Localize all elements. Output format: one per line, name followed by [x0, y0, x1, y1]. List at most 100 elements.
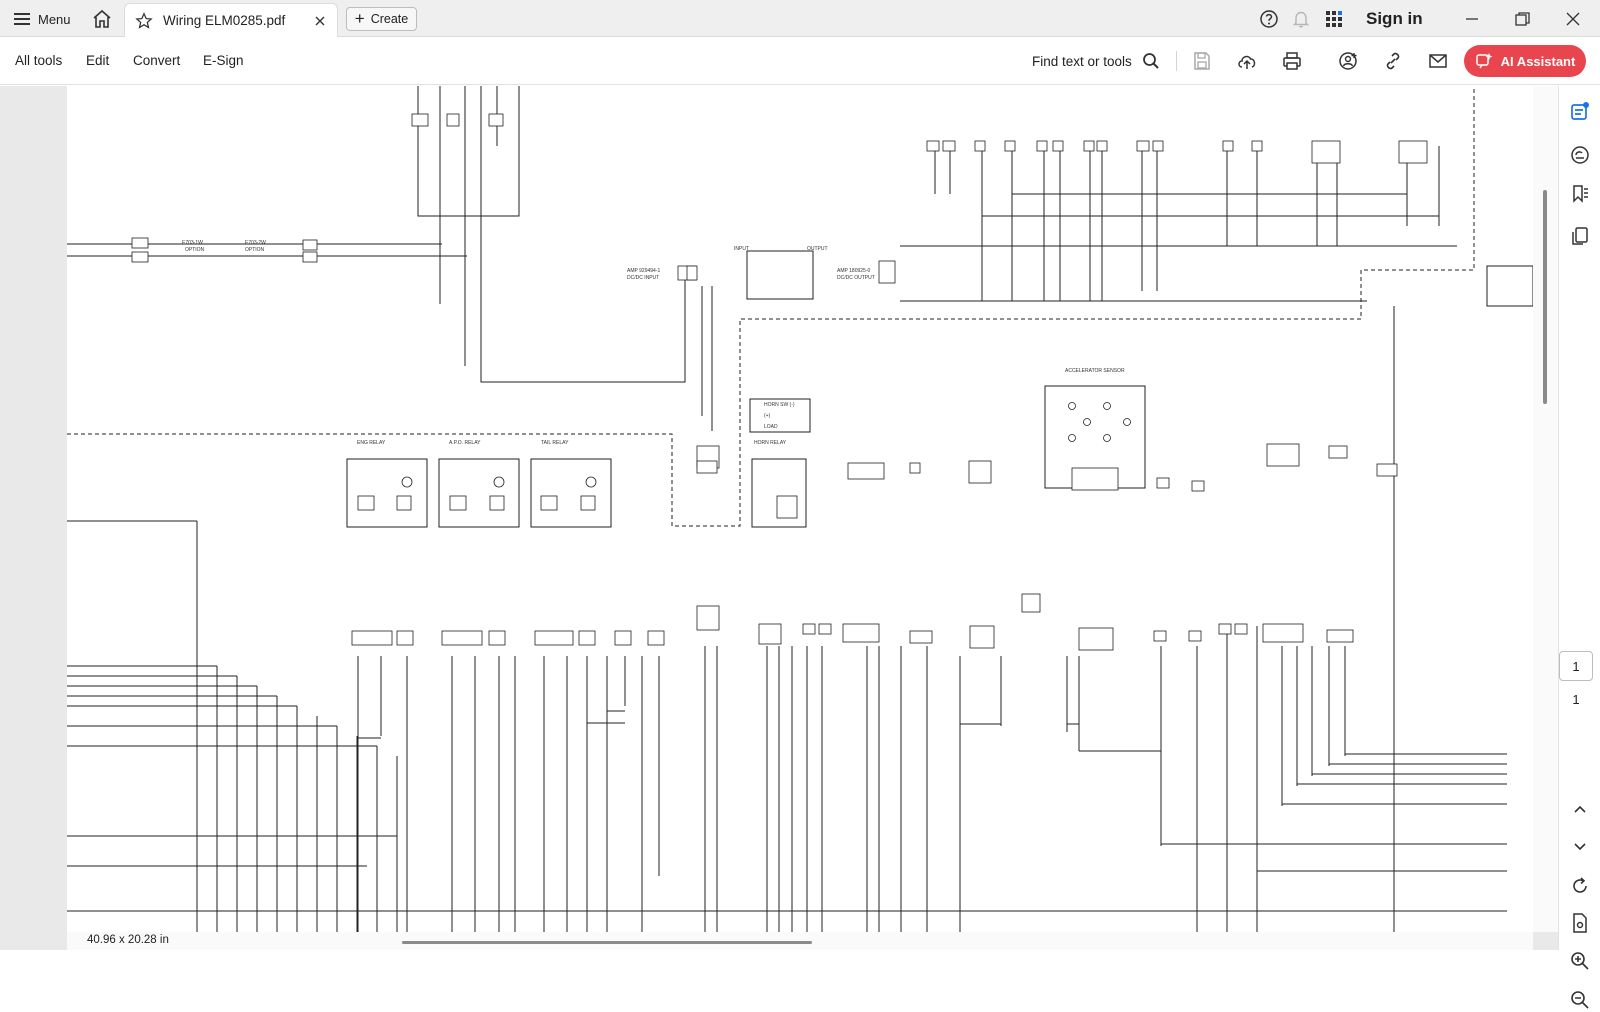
option-1-label: OPTION [185, 247, 205, 253]
connector-block [1136, 140, 1150, 152]
pdf-page[interactable]: ACCELERATOR SENSOR ENG RELAY A.P.O. RELA… [67, 86, 1533, 932]
esign-menu[interactable]: E-Sign [203, 53, 244, 68]
lower-vertical-wires [357, 306, 1395, 932]
save-icon[interactable] [1191, 50, 1213, 72]
connector-block [1218, 623, 1232, 635]
connector-block [1328, 445, 1348, 459]
lower-horizontal-wires [67, 710, 1507, 912]
connector-block [909, 630, 933, 644]
connector-block [357, 495, 375, 511]
convert-menu[interactable]: Convert [133, 53, 181, 68]
accelerator-sensor-label: ACCELERATOR SENSOR [1065, 368, 1125, 374]
link-icon[interactable] [1382, 50, 1404, 72]
find-tools-button[interactable]: Find text or tools [1032, 52, 1160, 70]
connector-block [696, 605, 720, 631]
option-wires [67, 243, 467, 257]
document-viewport[interactable]: ACCELERATOR SENSOR ENG RELAY A.P.O. RELA… [0, 86, 1558, 950]
apps-icon[interactable] [1323, 8, 1345, 30]
output-label: OUTPUT [807, 246, 828, 252]
connector-block [1036, 140, 1048, 152]
chevron-up-icon[interactable] [1568, 798, 1592, 822]
minimize-icon[interactable] [1462, 9, 1482, 29]
vertical-scrollbar[interactable] [1533, 86, 1558, 932]
rotate-icon[interactable] [1568, 874, 1592, 898]
page-total-label: 1 [1572, 692, 1580, 707]
search-icon [1142, 53, 1159, 69]
connector-block [1004, 140, 1016, 152]
comment-panel-icon[interactable] [1568, 100, 1592, 124]
connector-block [131, 251, 149, 263]
connector-block [926, 140, 940, 152]
sensor-node [1103, 434, 1111, 442]
sensor-node [1068, 434, 1076, 442]
left-horizontal-wires [67, 520, 397, 867]
input-label: INPUT [734, 246, 749, 252]
print-icon[interactable] [1281, 50, 1303, 72]
edit-menu[interactable]: Edit [86, 53, 110, 68]
horizontal-scrollbar[interactable]: 40.96 x 20.28 in [67, 932, 1533, 950]
option-2-label: OPTION [245, 247, 265, 253]
star-icon[interactable] [135, 11, 153, 30]
relay-coil [585, 476, 597, 488]
copy-pages-icon[interactable] [1568, 224, 1592, 248]
connector-block [1222, 140, 1234, 152]
vertical-scroll-thumb[interactable] [1543, 190, 1547, 404]
horn-sw-table [749, 398, 811, 433]
upload-cloud-icon[interactable] [1236, 50, 1258, 72]
all-tools-menu[interactable]: All tools [15, 53, 63, 68]
connector-block [942, 140, 956, 152]
ai-assistant-label: AI Assistant [1500, 53, 1576, 69]
toolbar-divider [1176, 51, 1177, 71]
connector-block [696, 460, 718, 474]
relay-coil [493, 476, 505, 488]
window-close-icon[interactable] [1563, 9, 1583, 29]
help-icon[interactable] [1258, 8, 1280, 30]
feedback-icon[interactable] [1568, 143, 1592, 167]
plus-label: (+) [764, 413, 771, 419]
connector-block [540, 495, 558, 511]
sensor-node [1103, 402, 1111, 410]
document-tab[interactable]: Wiring ELM0285.pdf [124, 3, 338, 37]
zoom-in-icon[interactable] [1568, 949, 1592, 973]
amp-input-label: AMP 929494-1 [627, 268, 660, 274]
option-1-code: E703-1W [182, 240, 203, 246]
connector-block [776, 495, 798, 519]
create-button[interactable]: + Create [346, 7, 417, 31]
sign-in-button[interactable]: Sign in [1366, 9, 1423, 28]
menu-button[interactable]: Menu [14, 9, 71, 29]
page-size-label: 40.96 x 20.28 in [87, 934, 169, 946]
page-number-input[interactable]: 1 [1559, 651, 1593, 681]
horn-sw-label: HORN SW (-) [764, 402, 795, 408]
email-icon[interactable] [1427, 50, 1449, 72]
page-info-icon[interactable] [1568, 911, 1592, 935]
edge-component-box [1486, 265, 1533, 307]
maximize-icon[interactable] [1512, 9, 1532, 29]
connector-block [580, 495, 596, 511]
bookmarks-icon[interactable] [1568, 182, 1592, 206]
connector-block [758, 623, 782, 645]
horn-relay-label: HORN RELAY [754, 440, 787, 446]
amp-output-sub-label: DC/DC OUTPUT [837, 275, 875, 281]
zoom-out-icon[interactable] [1568, 988, 1592, 1012]
close-icon[interactable] [313, 14, 327, 28]
connector-block [1376, 463, 1398, 477]
connector-block [909, 462, 921, 474]
horizontal-scroll-thumb[interactable] [402, 941, 812, 944]
connector-block [647, 630, 665, 646]
connector-block [1311, 140, 1341, 164]
connector-block [1326, 629, 1354, 643]
connector-block [446, 113, 460, 127]
connector-block [842, 623, 880, 643]
ai-assistant-button[interactable]: AI Assistant [1464, 45, 1586, 77]
bell-icon[interactable] [1290, 8, 1312, 30]
connector-block [614, 630, 632, 646]
chevron-down-icon[interactable] [1568, 834, 1592, 858]
connector-block [131, 237, 149, 249]
connector-block [488, 113, 504, 127]
connector-block [1152, 140, 1164, 152]
home-icon[interactable] [91, 8, 113, 30]
share-user-icon[interactable] [1337, 50, 1359, 72]
connector-block [302, 251, 318, 263]
connector-block [1096, 140, 1108, 152]
connector-block [1021, 593, 1041, 613]
